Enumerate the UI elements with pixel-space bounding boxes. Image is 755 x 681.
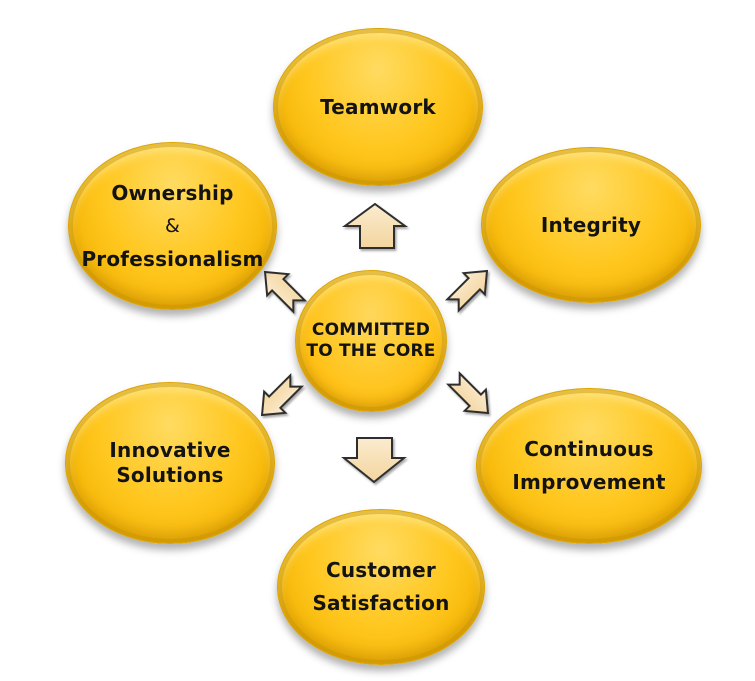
node-label-line: Integrity bbox=[540, 212, 642, 237]
node-label-line: Improvement bbox=[512, 470, 666, 494]
node-committed-to-the-core: COMMITTED TO THE CORE bbox=[295, 270, 447, 412]
node-teamwork: Teamwork bbox=[273, 28, 483, 186]
node-ownership-professionalism: Ownership & Professionalism bbox=[68, 142, 277, 310]
node-label-line: Continuous bbox=[524, 437, 654, 461]
node-label-line: Professionalism bbox=[81, 246, 264, 271]
node-customer-satisfaction: Customer Satisfaction bbox=[277, 509, 485, 665]
node-label: Teamwork bbox=[320, 95, 436, 120]
up-right-arrow-icon bbox=[441, 259, 499, 317]
node-label-line: Innovative bbox=[109, 438, 231, 462]
node-integrity: Integrity bbox=[481, 147, 701, 303]
node-label-line: Ownership bbox=[111, 180, 234, 205]
node-label-line: Satisfaction bbox=[312, 591, 450, 615]
node-label-line: Teamwork bbox=[320, 94, 436, 119]
node-innovative-solutions: Innovative Solutions bbox=[65, 382, 275, 544]
node-label: Continuous Improvement bbox=[512, 433, 665, 499]
node-label: Ownership & Professionalism bbox=[81, 177, 263, 276]
center-label-line: TO THE CORE bbox=[306, 341, 436, 361]
down-left-arrow-icon bbox=[250, 369, 308, 427]
center-label: COMMITTED TO THE CORE bbox=[306, 320, 435, 362]
node-label-line: Customer bbox=[325, 558, 436, 582]
node-continuous-improvement: Continuous Improvement bbox=[476, 388, 702, 544]
node-label: Customer Satisfaction bbox=[312, 554, 449, 620]
node-label: Integrity bbox=[541, 213, 641, 238]
up-arrow-icon bbox=[341, 202, 409, 249]
down-right-arrow-icon bbox=[442, 367, 500, 425]
node-label-line: Solutions bbox=[116, 463, 224, 487]
node-label-line: & bbox=[164, 214, 181, 237]
down-arrow-icon bbox=[341, 437, 407, 484]
node-label: Innovative Solutions bbox=[109, 438, 230, 488]
center-label-line: COMMITTED bbox=[311, 320, 431, 340]
